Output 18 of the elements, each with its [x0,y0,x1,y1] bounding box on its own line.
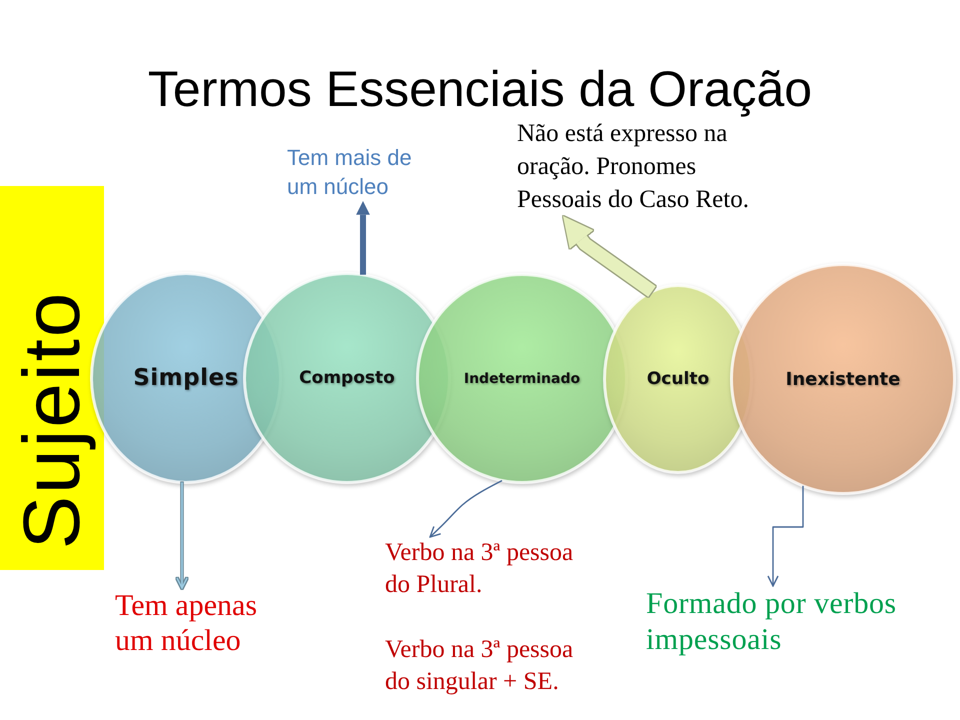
annotation-text: Verbo na 3ª pessoa do Plural. [385,538,574,600]
arrow [356,201,370,275]
arrow [429,480,502,538]
circle-node [730,263,956,495]
circle-label: Indeterminado [464,370,580,386]
circle-label: Oculto [646,369,710,389]
arrow [176,482,188,589]
annotation-text: Tem apenas um núcleo [115,588,258,658]
circle-label: Simples [133,365,239,391]
circle-label: Inexistente [786,368,900,390]
annotation-text: Tem mais de um núcleo [287,144,413,201]
category-band [0,186,104,570]
arrow [563,216,656,297]
circle-label: Composto [299,368,395,388]
arrow [767,486,804,587]
annotation-text: Formado por verbos impessoais [646,586,898,658]
annotation-text: Não está expresso na oração. Pronomes Pessoais do Caso Reto. [517,119,750,215]
annotation-text: Verbo na 3ª pessoa do singular + SE. [385,635,574,697]
